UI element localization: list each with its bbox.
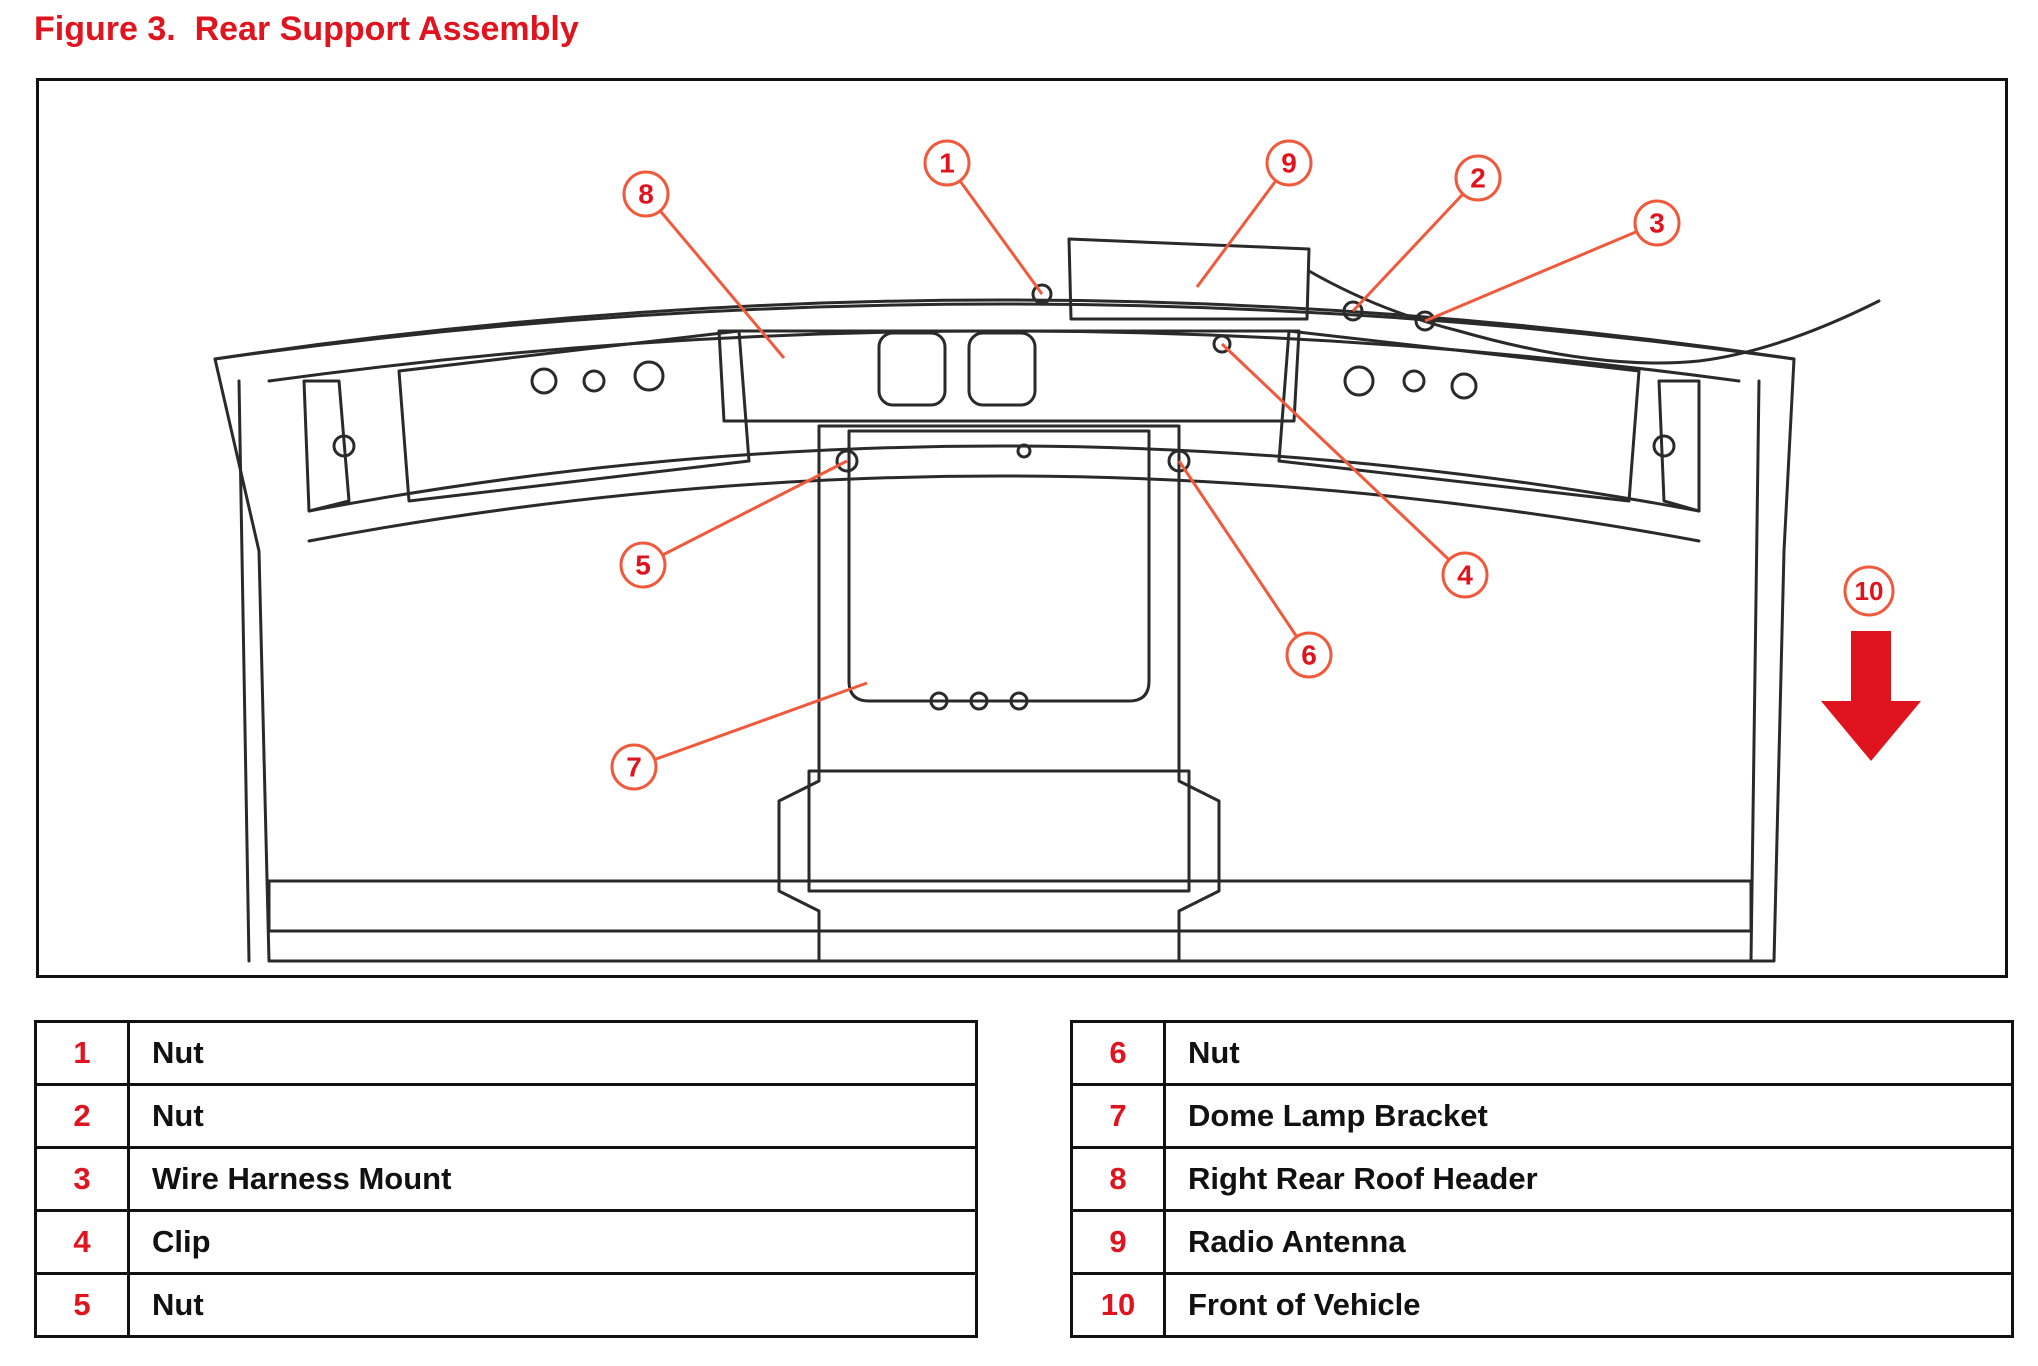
lower-rail [267,879,1753,933]
callout-5: 5 [619,541,667,589]
legend-label: Wire Harness Mount [127,1146,978,1212]
legend-number: 10 [1070,1272,1166,1338]
wire-harness-mount-shape [1414,310,1436,332]
dome-lamp-pocket [807,769,1191,893]
legend-table-left: 1 Nut 2 Nut 3 Wire Harness Mount 4 Clip … [34,1020,978,1338]
legend-table-right: 6 Nut 7 Dome Lamp Bracket 8 Right Rear R… [1070,1020,2014,1338]
left-reinforcement [302,329,751,513]
svg-text:3: 3 [1649,208,1665,239]
callout-2: 2 [1454,154,1502,202]
diagram-drawing: 1 9 2 3 4 5 6 7 [213,139,1921,963]
legend-label: Nut [127,1272,978,1338]
svg-text:10: 10 [1855,576,1884,606]
upper-rail-lower [307,444,1701,543]
legend-label: Nut [127,1020,978,1086]
table-row: 3 Wire Harness Mount [34,1146,978,1212]
table-row: 10 Front of Vehicle [1070,1272,2014,1338]
legend-label: Nut [127,1083,978,1149]
svg-text:6: 6 [1301,640,1317,671]
svg-text:5: 5 [635,550,651,581]
legend-number: 9 [1070,1209,1166,1275]
legend-number: 8 [1070,1146,1166,1212]
svg-text:4: 4 [1457,560,1473,591]
table-row: 8 Right Rear Roof Header [1070,1146,2014,1212]
dome-lamp-bracket-outer [777,424,1221,963]
leader-lines [633,162,1658,769]
callout-8: 8 [622,170,670,218]
svg-text:2: 2 [1470,163,1486,194]
figure-title: Figure 3. Rear Support Assembly [34,10,579,48]
legend-label: Right Rear Roof Header [1163,1146,2014,1212]
callout-10: 10 [1843,565,1895,617]
clip-shape [1212,334,1232,354]
callout-6: 6 [1285,631,1333,679]
callout-7: 7 [610,743,658,791]
wire-harness [1307,269,1881,365]
square-opening-right [967,331,1037,407]
callout-9: 9 [1265,139,1313,187]
table-row: 2 Nut [34,1083,978,1149]
legend-number: 7 [1070,1083,1166,1149]
upper-rail [213,302,1796,383]
callout-4: 4 [1441,551,1489,599]
roof-panel-inner-edge [237,379,1761,963]
legend-label: Front of Vehicle [1163,1272,2014,1338]
svg-text:7: 7 [626,752,642,783]
square-opening-left [877,331,947,407]
table-row: 1 Nut [34,1020,978,1086]
legend-label: Nut [1163,1020,2014,1086]
svg-text:9: 9 [1281,148,1297,179]
table-row: 4 Clip [34,1209,978,1275]
rear-support-diagram: 1 9 2 3 4 5 6 7 [36,78,2008,978]
roof-panel-outline [213,298,1796,963]
table-row: 9 Radio Antenna [1070,1209,2014,1275]
dome-lamp-bracket-window [847,429,1151,703]
svg-text:1: 1 [939,148,955,179]
legend-number: 1 [34,1020,130,1086]
nut-6-shape [1167,449,1191,473]
legend-number: 4 [34,1209,130,1275]
legend-label: Dome Lamp Bracket [1163,1083,2014,1149]
nut-2-shape [1342,300,1364,322]
legend-number: 2 [34,1083,130,1149]
right-reinforcement [1277,329,1701,513]
table-row: 6 Nut [1070,1020,2014,1086]
table-row: 5 Nut [34,1272,978,1338]
table-row: 7 Dome Lamp Bracket [1070,1083,2014,1149]
front-of-vehicle-arrow-icon [1821,631,1921,761]
legend-number: 5 [34,1272,130,1338]
callout-1: 1 [923,139,971,187]
nut-1-shape [1031,283,1053,305]
nut-5-shape [835,449,859,473]
callout-3: 3 [1633,199,1681,247]
legend-number: 6 [1070,1020,1166,1086]
legend-label: Radio Antenna [1163,1209,2014,1275]
legend-label: Clip [127,1209,978,1275]
center-block [717,329,1301,423]
svg-text:8: 8 [638,179,654,210]
legend-number: 3 [34,1146,130,1212]
